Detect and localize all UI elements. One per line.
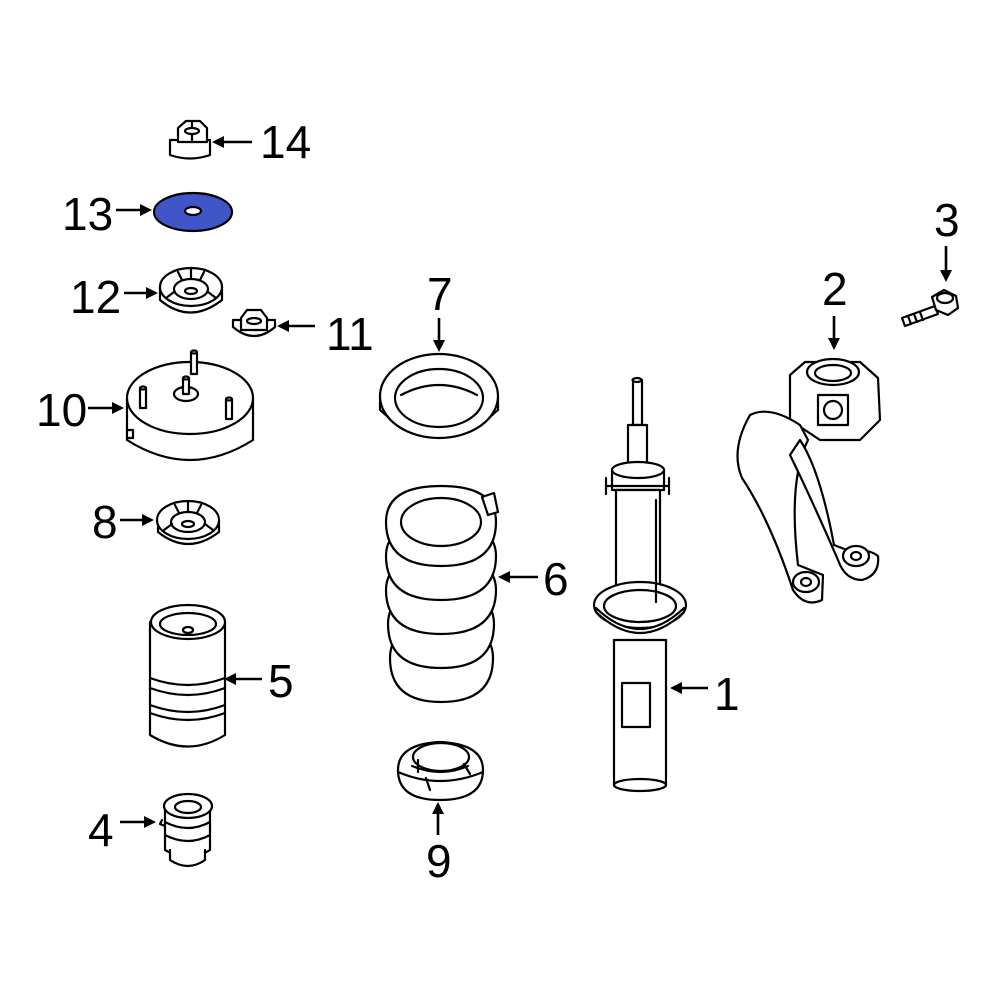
callout-label-13: 13 <box>62 188 113 240</box>
callout-7: 7 <box>427 268 453 352</box>
part-13-washer[interactable] <box>152 191 234 233</box>
callout-10: 10 <box>36 384 124 436</box>
callout-label-6: 6 <box>543 553 569 605</box>
callout-label-14: 14 <box>260 116 311 168</box>
part-3-bolt[interactable] <box>900 288 960 328</box>
callout-label-3: 3 <box>934 194 960 246</box>
part-10-strut-mount[interactable] <box>125 349 255 462</box>
callout-5: 5 <box>224 655 294 707</box>
callout-9: 9 <box>426 802 452 887</box>
callout-label-12: 12 <box>70 271 121 323</box>
callout-label-5: 5 <box>268 655 294 707</box>
part-8-bushing[interactable] <box>155 499 221 545</box>
callout-label-4: 4 <box>88 804 114 856</box>
part-12-bushing[interactable] <box>158 266 224 314</box>
part-14-nut[interactable] <box>168 119 212 160</box>
part-5-dust-boot[interactable] <box>148 603 227 748</box>
callout-3: 3 <box>934 194 960 282</box>
callout-13: 13 <box>62 188 152 240</box>
callout-14: 14 <box>212 116 311 168</box>
callout-label-9: 9 <box>426 835 452 887</box>
callout-11: 11 <box>277 308 374 360</box>
part-1-strut[interactable] <box>592 376 688 793</box>
callout-12: 12 <box>70 271 158 323</box>
part-4-bump-stop[interactable] <box>158 792 214 868</box>
callout-label-8: 8 <box>92 496 118 548</box>
part-11-nut[interactable] <box>231 308 277 338</box>
callout-label-2: 2 <box>822 263 848 315</box>
part-7-spring-seat[interactable] <box>378 352 500 440</box>
callout-label-11: 11 <box>326 308 374 360</box>
callout-2: 2 <box>822 263 848 350</box>
callout-8: 8 <box>92 496 154 548</box>
callout-label-7: 7 <box>427 268 453 320</box>
callout-4: 4 <box>88 804 156 856</box>
part-6-coil-spring[interactable] <box>384 484 500 704</box>
callout-6: 6 <box>498 553 569 605</box>
callout-1: 1 <box>670 668 740 720</box>
part-2-steering-knuckle[interactable] <box>736 357 882 604</box>
callout-label-1: 1 <box>714 668 740 720</box>
part-9-lower-spring-seat[interactable] <box>396 740 485 802</box>
callout-label-10: 10 <box>36 384 87 436</box>
